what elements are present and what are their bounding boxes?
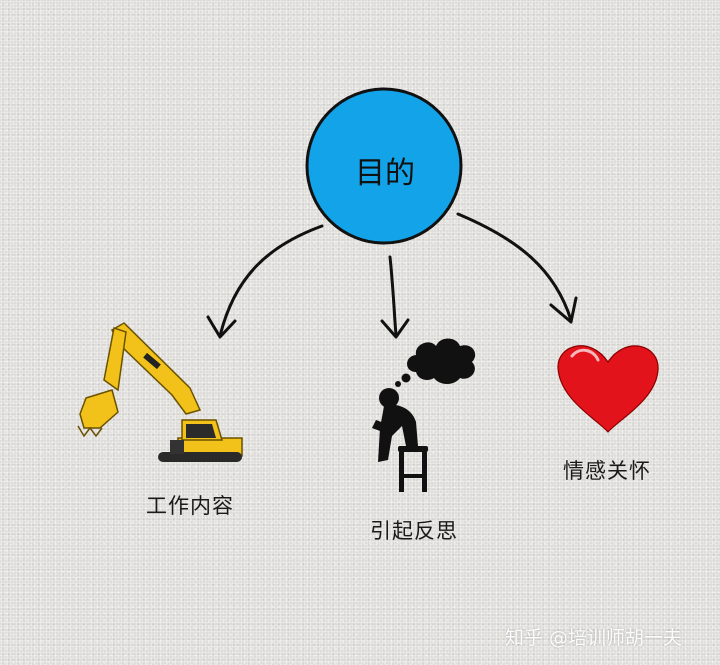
center-circle	[305, 87, 463, 245]
arrow-left-head	[206, 315, 237, 339]
arrow-left	[218, 224, 324, 338]
arrow-middle-head	[380, 318, 410, 339]
branch-label-reflect: 引起反思	[370, 519, 458, 543]
arrow-middle	[388, 255, 398, 337]
arrow-right	[456, 212, 573, 322]
heart-icon	[557, 345, 659, 433]
center-label: 目的	[355, 156, 415, 191]
branch-label-work: 工作内容	[146, 494, 234, 518]
watermark: 知乎 @培训师胡一夫	[505, 627, 683, 649]
thinking-person-icon	[372, 338, 476, 492]
branch-label-care: 情感关怀	[563, 459, 651, 483]
excavator-icon	[77, 322, 243, 462]
arrow-right-head	[549, 296, 578, 324]
